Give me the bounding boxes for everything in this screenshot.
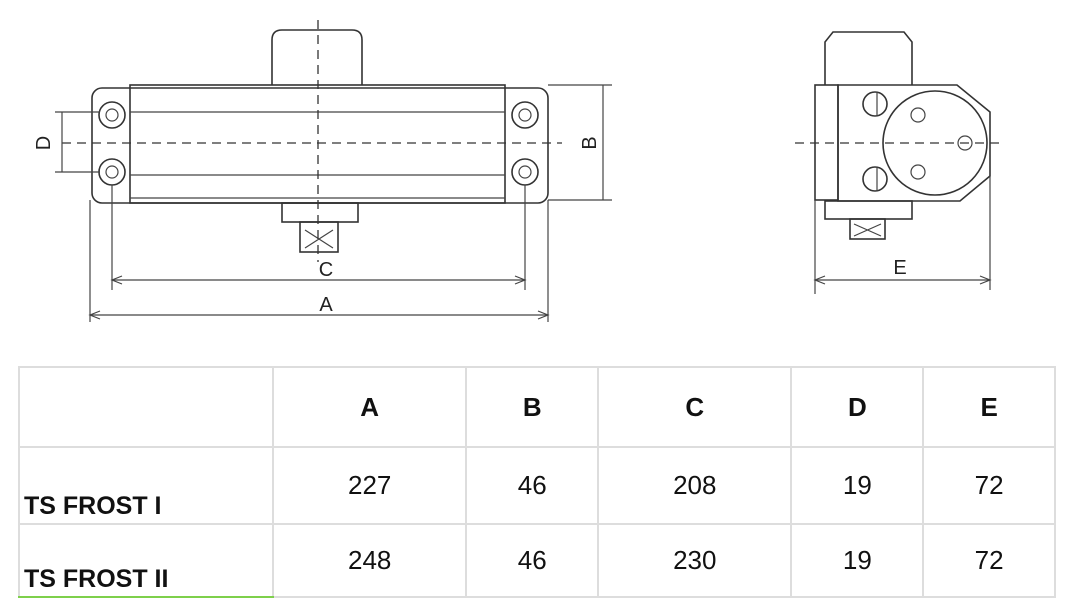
door-closer-drawing: D B C A <box>33 20 1002 322</box>
dimension-d: D <box>33 111 100 173</box>
table-cell: 19 <box>790 523 925 598</box>
table-cell: 72 <box>922 446 1056 525</box>
table-cell: 72 <box>922 523 1056 598</box>
table-row: TS FROST I 227 46 208 19 72 <box>18 446 1056 525</box>
model-name: TS FROST I <box>18 446 274 525</box>
dimensions-table: A B C D E TS FROST I 227 46 208 19 72 TS… <box>18 366 1056 598</box>
header-cell: B <box>465 366 600 448</box>
label-e: E <box>893 257 906 279</box>
table-cell: 227 <box>271 446 468 525</box>
header-cell <box>18 366 274 448</box>
dimension-e: E <box>813 176 992 294</box>
table-cell: 208 <box>597 446 793 525</box>
table-cell: 230 <box>597 523 793 598</box>
header-cell: A <box>271 366 468 448</box>
header-cell: D <box>790 366 925 448</box>
label-c: C <box>319 259 333 281</box>
table-header-row: A B C D E <box>18 366 1056 448</box>
model-name: TS FROST II <box>18 523 274 598</box>
label-b: B <box>579 136 601 149</box>
header-cell: E <box>922 366 1056 448</box>
header-cell: C <box>597 366 793 448</box>
table-cell: 248 <box>271 523 468 598</box>
table-row: TS FROST II 248 46 230 19 72 <box>18 523 1056 598</box>
table-cell: 19 <box>790 446 925 525</box>
dimension-c: C <box>110 185 527 290</box>
label-d: D <box>33 136 55 150</box>
dimension-a: A <box>88 200 550 322</box>
front-view: D B C A <box>33 20 612 322</box>
table-cell: 46 <box>465 523 600 598</box>
dimension-b: B <box>548 84 612 201</box>
table-cell: 46 <box>465 446 600 525</box>
side-view: E <box>795 31 1002 294</box>
label-a: A <box>319 294 333 316</box>
